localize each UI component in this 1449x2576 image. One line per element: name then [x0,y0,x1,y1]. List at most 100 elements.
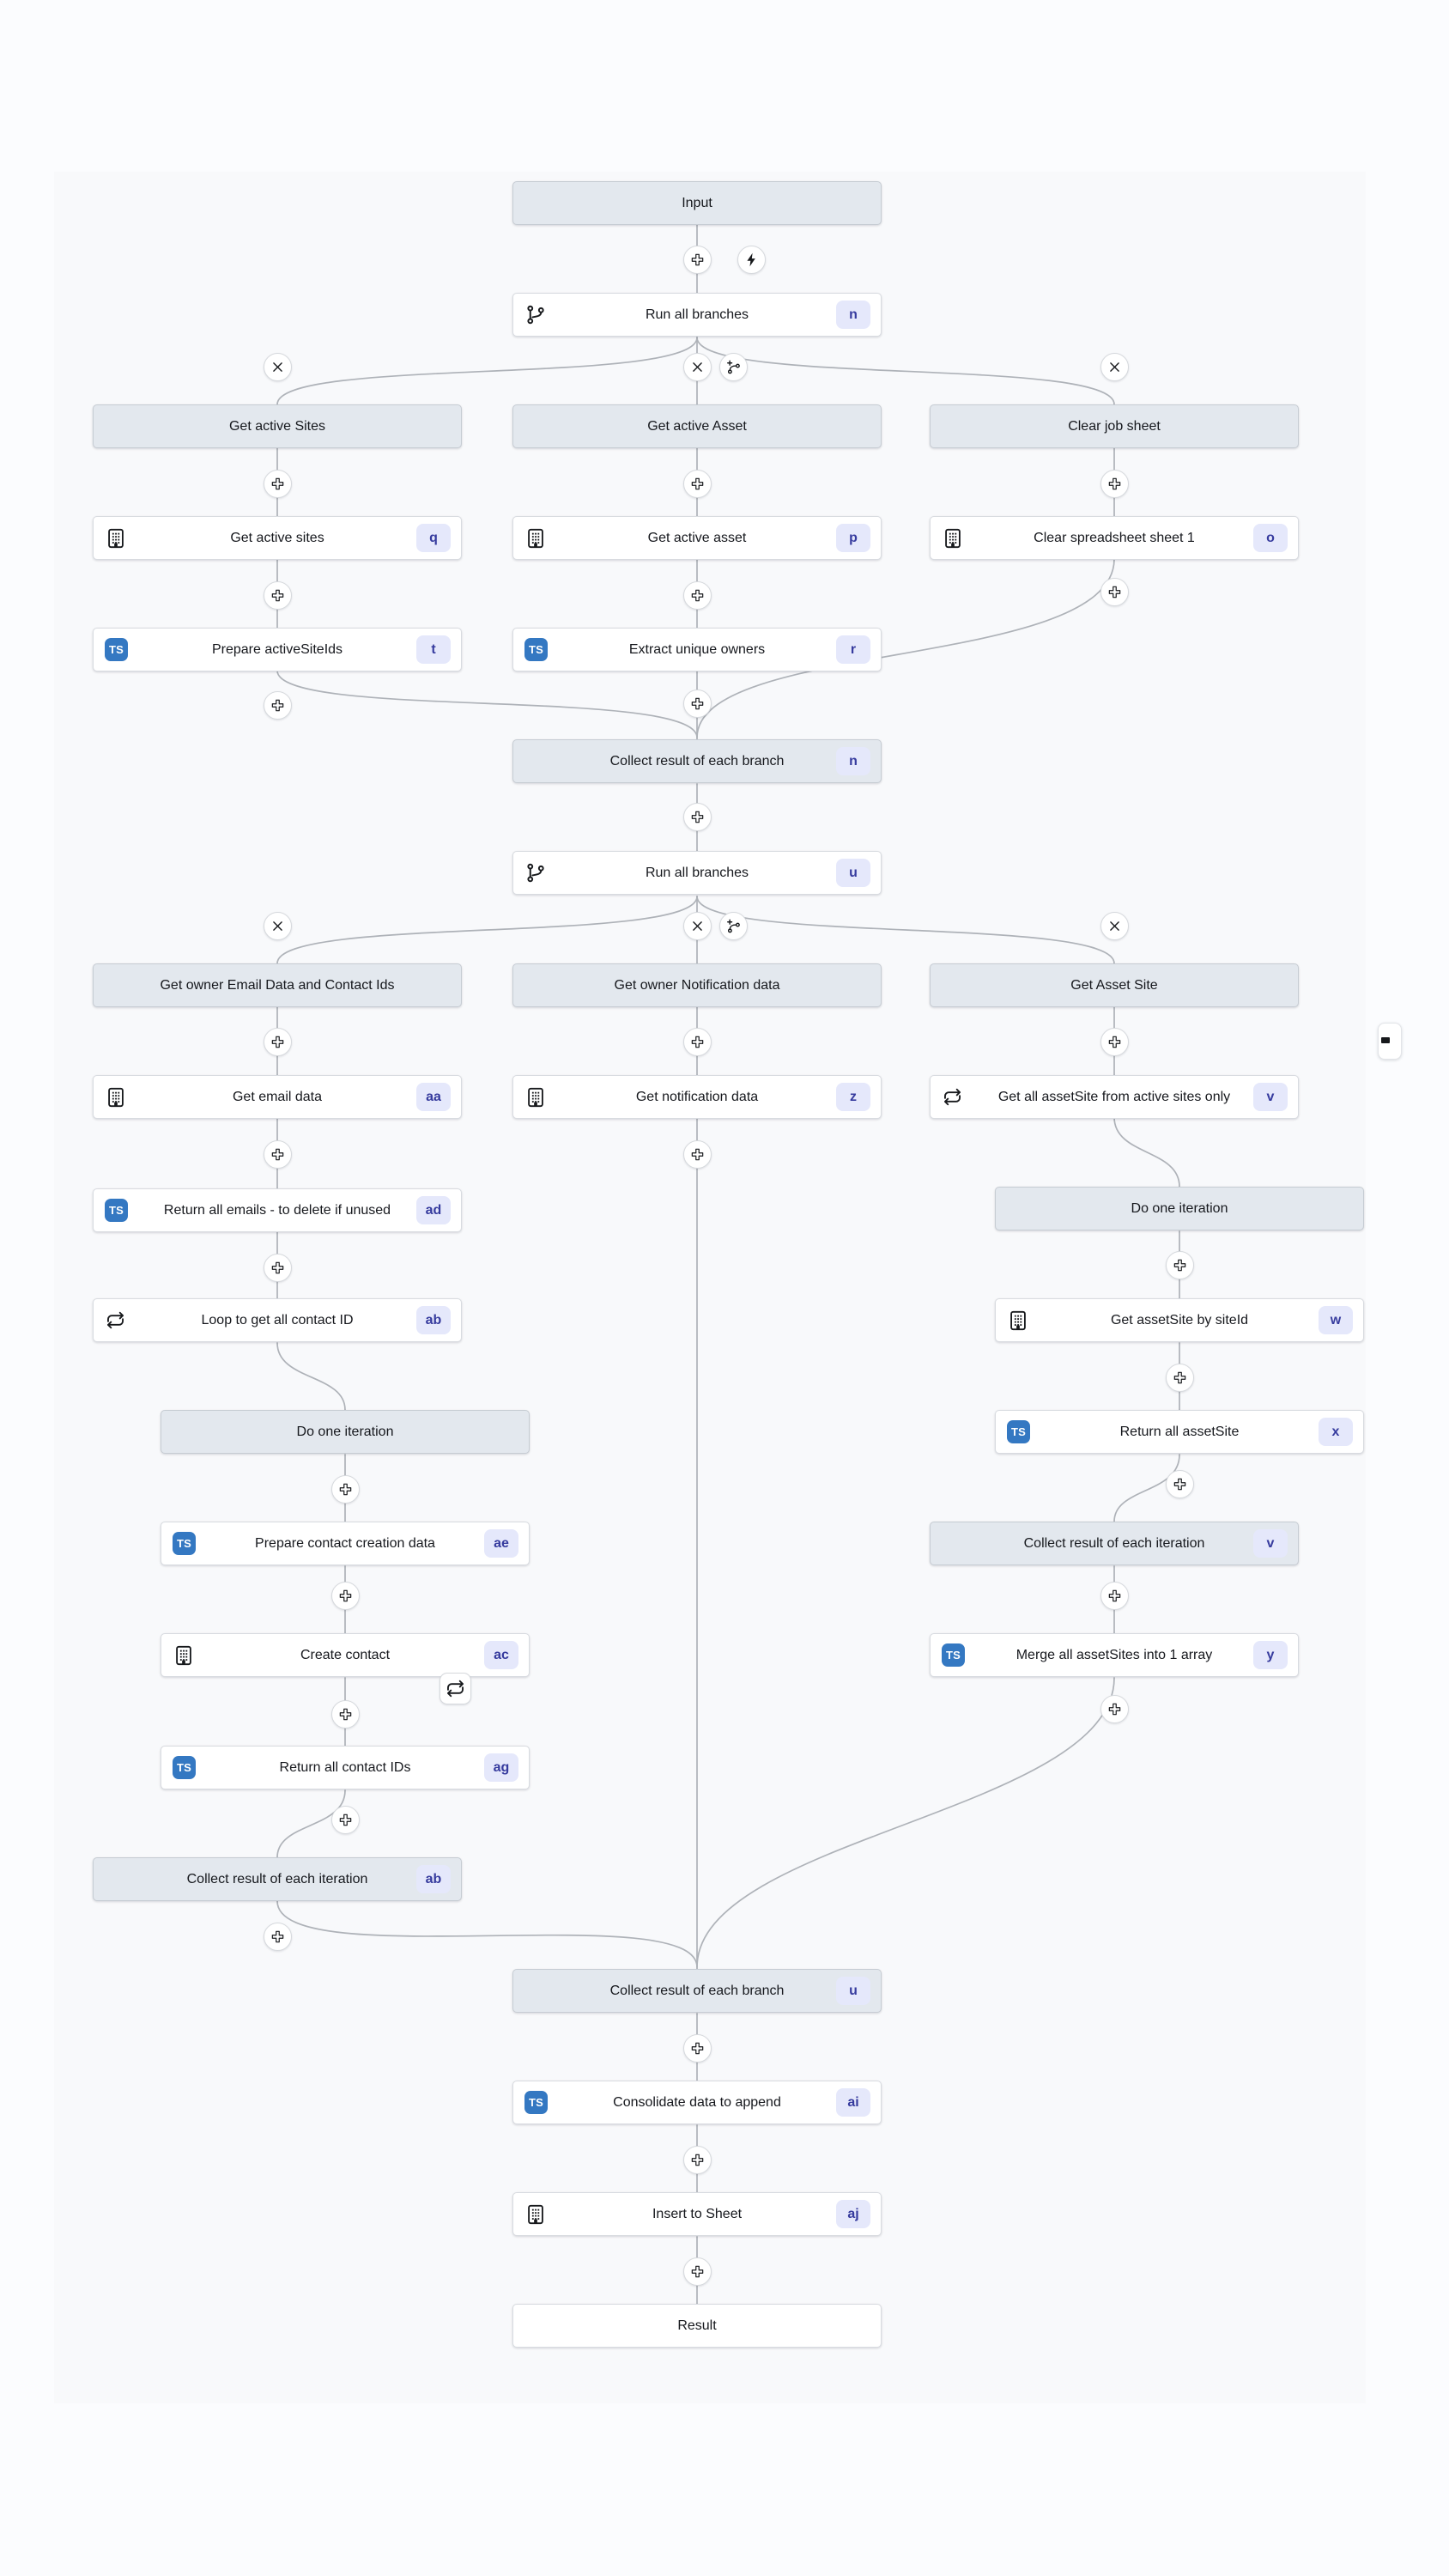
add-19-button[interactable] [330,1581,360,1610]
add-9-button[interactable] [682,802,712,831]
node-label: Get active Asset [647,418,747,434]
add-11-button[interactable] [682,1027,712,1056]
add-8-button[interactable] [682,689,712,718]
git-branch-icon [524,304,546,325]
node-header-clear-job-sheet[interactable]: Clear job sheet [930,404,1299,448]
node-output-badge: v [1253,1529,1288,1558]
add-17-button[interactable] [330,1474,360,1504]
plus-icon [270,1034,286,1050]
add-22-button[interactable] [1100,1581,1129,1610]
add-7-button[interactable] [263,690,292,720]
remove-branch-1-center-button[interactable] [682,352,712,381]
remove-branch-2-left-button[interactable] [263,911,292,940]
create-contact-loop-button[interactable] [439,1672,471,1704]
add-3-button[interactable] [1100,469,1129,498]
remove-branch-1-left-button[interactable] [263,352,292,381]
add-step-top-button[interactable] [682,245,712,274]
panel-handle-dash [1381,1037,1390,1043]
add-18-button[interactable] [1165,1363,1194,1392]
add-5-button[interactable] [682,580,712,610]
add-branch-2-button[interactable] [718,911,748,940]
node-output-badge: r [836,635,870,664]
node-do-one-iteration-right[interactable]: Do one iteration [995,1187,1364,1230]
node-label: Collect result of each branch [609,1983,785,1998]
node-header-get-owner-notification[interactable]: Get owner Notification data [512,963,882,1007]
plus-icon [1172,1370,1188,1386]
building-icon [524,527,547,550]
add-23-button[interactable] [330,1805,360,1834]
node-result[interactable]: Result [512,2304,882,2348]
remove-branch-2-right-button[interactable] [1100,911,1129,940]
trigger-button[interactable] [737,245,766,274]
node-label: Return all contact IDs [279,1759,411,1775]
plus-icon [689,696,706,712]
node-get-all-assetsite[interactable]: Get all assetSite from active sites only… [930,1075,1299,1119]
add-13-button[interactable] [263,1139,292,1169]
node-header-get-active-asset[interactable]: Get active Asset [512,404,882,448]
add-1-button[interactable] [263,469,292,498]
node-output-badge: q [416,524,451,552]
add-25-button[interactable] [263,1922,292,1951]
lightning-icon [743,252,760,268]
add-15-button[interactable] [263,1253,292,1282]
remove-branch-2-center-button[interactable] [682,911,712,940]
node-output-badge: aa [416,1083,451,1111]
node-header-get-owner-email[interactable]: Get owner Email Data and Contact Ids [93,963,462,1007]
add-28-button[interactable] [682,2257,712,2286]
node-label: Get owner Email Data and Contact Ids [160,977,395,993]
plus-icon [1106,1034,1123,1050]
add-20-button[interactable] [1165,1469,1194,1498]
add-27-button[interactable] [682,2145,712,2174]
remove-branch-1-right-button[interactable] [1100,352,1129,381]
add-21-button[interactable] [330,1699,360,1728]
add-branch-1-button[interactable] [718,352,748,381]
panel-handle[interactable] [1378,1023,1402,1060]
add-10-button[interactable] [263,1027,292,1056]
add-2-button[interactable] [682,469,712,498]
node-input[interactable]: Input [512,181,882,225]
node-header-get-active-sites[interactable]: Get active Sites [93,404,462,448]
add-6-button[interactable] [1100,577,1129,606]
node-label: Get all assetSite from active sites only [997,1089,1231,1104]
building-icon [105,527,127,550]
branch-add-icon [725,918,742,934]
plus-icon [689,2263,706,2280]
add-24-button[interactable] [1100,1694,1129,1723]
add-14-button[interactable] [682,1139,712,1169]
typescript-icon: TS [1007,1420,1030,1443]
add-16-button[interactable] [1165,1250,1194,1279]
node-header-get-asset-site[interactable]: Get Asset Site [930,963,1299,1007]
plus-icon [1106,1588,1123,1604]
close-icon [270,919,285,933]
plus-icon [337,1812,354,1828]
node-do-one-iteration-left[interactable]: Do one iteration [161,1410,530,1454]
add-26-button[interactable] [682,2033,712,2063]
add-12-button[interactable] [1100,1027,1129,1056]
node-output-badge: ab [416,1306,451,1334]
node-output-badge: ab [416,1865,451,1893]
add-4-button[interactable] [263,580,292,610]
